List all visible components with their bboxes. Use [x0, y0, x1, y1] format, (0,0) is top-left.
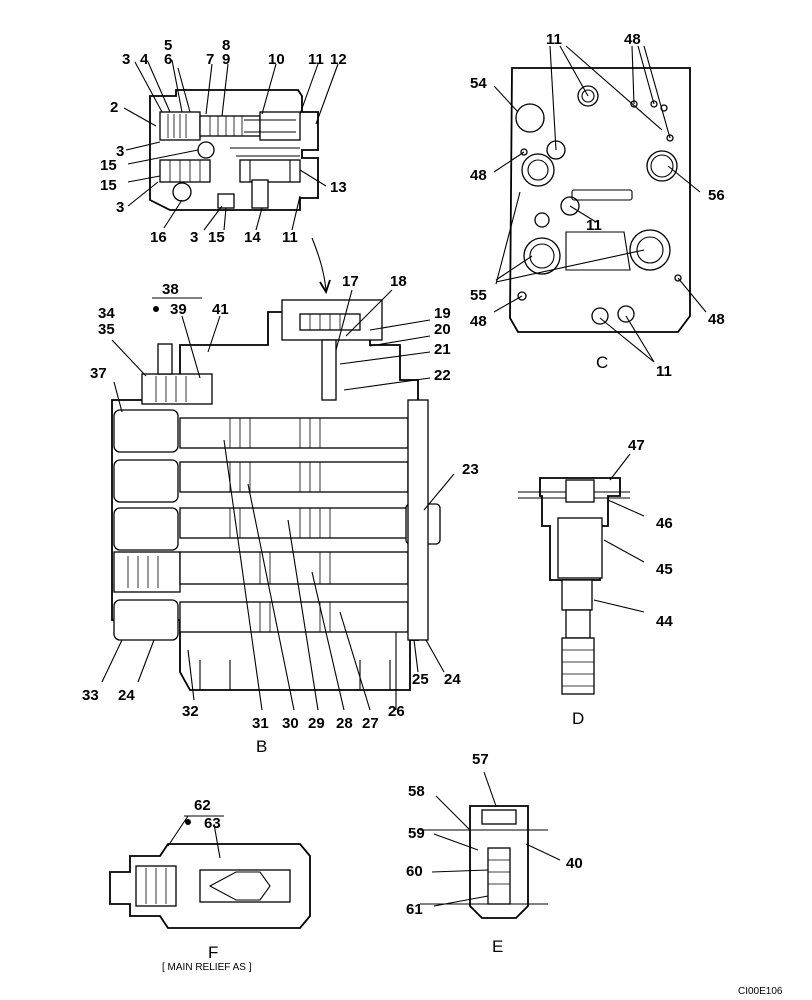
arrow-head-icon [319, 279, 331, 295]
callout-label: 46 [656, 515, 673, 532]
view-e-drawing [420, 805, 548, 919]
callout-label: 16 [150, 229, 167, 246]
callout-label: 9 [222, 51, 230, 68]
main-relief-note: [ MAIN RELIEF AS ] [162, 962, 252, 973]
callout-label: 39 [170, 301, 187, 318]
callouts-view-b: 17 18 38 34 35 39 41 19 20 21 22 37 23 3… [82, 273, 479, 732]
view-label-e: E [492, 937, 503, 956]
callout-label: 56 [708, 187, 725, 204]
top-section-view [149, 89, 319, 211]
callout-label: 40 [566, 855, 583, 872]
callout-label: 34 [98, 305, 115, 322]
callout-label: 48 [470, 313, 487, 330]
callout-label: 63 [204, 815, 221, 832]
callouts-view-c: 11 48 54 48 56 11 55 48 48 11 [470, 31, 725, 380]
callout-label: 41 [212, 301, 229, 318]
callout-label: 11 [308, 51, 324, 68]
leader-lines [101, 45, 707, 907]
view-c-drawing [509, 67, 691, 333]
callout-label: 4 [140, 51, 149, 68]
callout-label: 48 [470, 167, 487, 184]
callout-label: 28 [336, 715, 353, 732]
callout-label: 18 [390, 273, 407, 290]
callout-label: 11 [656, 363, 672, 380]
callout-label: 10 [268, 51, 285, 68]
callout-label: 60 [406, 863, 423, 880]
callout-label: 20 [434, 321, 451, 338]
callout-label: 14 [244, 229, 261, 246]
callout-label: 37 [90, 365, 107, 382]
callout-label: 22 [434, 367, 451, 384]
callout-label: 11 [282, 229, 298, 246]
callout-label: 11 [546, 31, 562, 48]
callouts-view-e: 57 58 59 40 60 61 [406, 751, 583, 918]
callout-label: 8 [222, 37, 230, 54]
callout-label: 2 [110, 99, 118, 116]
view-b-drawing [111, 299, 441, 691]
callout-label: 61 [406, 901, 423, 918]
callout-label: 48 [624, 31, 641, 48]
callout-label: 24 [444, 671, 461, 688]
callout-label: 15 [100, 157, 117, 174]
callout-label: 3 [122, 51, 130, 68]
callout-label: 3 [190, 229, 198, 246]
view-d-drawing [518, 477, 630, 695]
view-label-d: D [572, 709, 584, 728]
callout-label: 23 [462, 461, 479, 478]
callout-label: 24 [118, 687, 135, 704]
view-label-f: F [208, 943, 218, 962]
callout-label: 5 [164, 37, 172, 54]
assembly-dot-icon [153, 306, 159, 312]
view-label-b: B [256, 737, 267, 756]
callout-label: 6 [164, 51, 172, 68]
callout-label: 26 [388, 703, 405, 720]
view-label-c: C [596, 353, 608, 372]
callout-label: 19 [434, 305, 451, 322]
callout-label: 12 [330, 51, 347, 68]
callout-label: 58 [408, 783, 425, 800]
callout-label: 13 [330, 179, 347, 196]
callout-label: 11 [586, 217, 602, 234]
callout-label: 27 [362, 715, 379, 732]
callout-label: 31 [252, 715, 269, 732]
callout-label: 45 [656, 561, 673, 578]
callout-label: 47 [628, 437, 645, 454]
callout-label: 30 [282, 715, 299, 732]
callouts-view-d: 47 46 45 44 [628, 437, 673, 630]
callout-label: 48 [708, 311, 725, 328]
callout-label: 15 [208, 229, 225, 246]
assembly-dot-icon [185, 819, 191, 825]
callout-label: 44 [656, 613, 673, 630]
callouts-view-f: 62 63 [194, 797, 221, 832]
callout-label: 55 [470, 287, 487, 304]
view-f-drawing [109, 843, 311, 929]
callout-label: 33 [82, 687, 99, 704]
callouts-top: 3 4 5 6 7 8 9 10 11 12 2 3 15 15 3 13 16… [100, 37, 347, 246]
callout-label: 25 [412, 671, 429, 688]
callout-label: 57 [472, 751, 489, 768]
callout-label: 35 [98, 321, 115, 338]
callout-label: 3 [116, 143, 124, 160]
callout-label: 21 [434, 341, 451, 358]
callout-label: 17 [342, 273, 359, 290]
callout-label: 29 [308, 715, 325, 732]
callout-label: 54 [470, 75, 487, 92]
view-direction-arrow [311, 237, 327, 291]
callout-label: 7 [206, 51, 214, 68]
drawing-code: CI00E106 [738, 986, 783, 997]
callout-label: 62 [194, 797, 211, 814]
callout-label: 32 [182, 703, 199, 720]
callout-label: 15 [100, 177, 117, 194]
callout-label: 3 [116, 199, 124, 216]
callout-label: 38 [162, 281, 179, 298]
callout-label: 59 [408, 825, 425, 842]
